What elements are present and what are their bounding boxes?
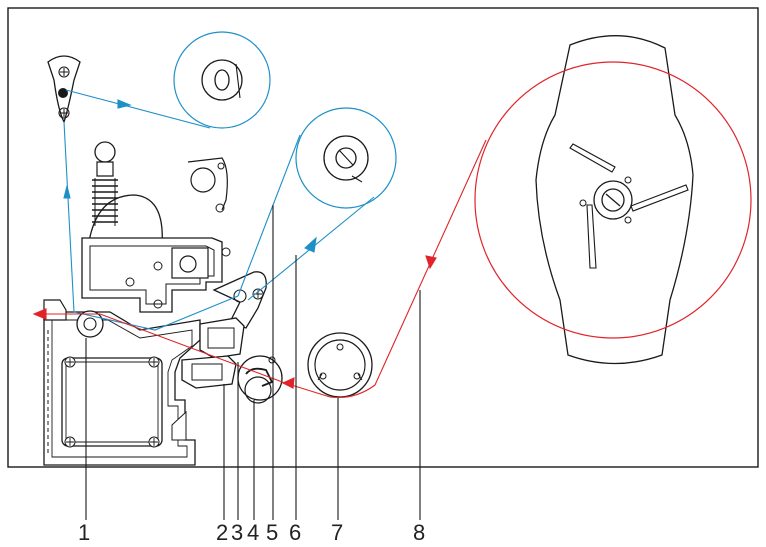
label-guide-lower-window: [191, 363, 223, 381]
label-web-down-arrow: [425, 255, 437, 270]
pressure-spring-rails: [94, 178, 116, 226]
label-web-path: [32, 139, 487, 399]
pressure-knob-stem: [96, 161, 114, 177]
print-head-assembly: [81, 141, 267, 329]
ribbon-path-supply-left: [237, 134, 301, 297]
base-frame: [43, 311, 201, 466]
ribbon-guide-screw-bottom: [58, 107, 70, 119]
dancer-pivot: [268, 356, 276, 364]
label-guide-upper: [199, 317, 245, 359]
print-roller-inner: [83, 317, 97, 331]
small-pulley-wheel: [190, 167, 216, 193]
ribbon-rewind-key: [235, 63, 241, 99]
supply-screw-3: [579, 199, 587, 207]
ribbon-path-rewind: [65, 89, 211, 129]
pressure-knob: [94, 141, 116, 163]
callout-1: 1: [78, 520, 91, 545]
tear-edge: [43, 299, 67, 321]
head-block-bolt: [179, 255, 197, 273]
supply-hub-inner: [601, 188, 625, 212]
small-pulley: [187, 157, 228, 213]
deflection-roller: [307, 332, 373, 398]
ribbon-guide-pin: [58, 88, 68, 98]
deflection-hole-1: [336, 343, 344, 351]
base-plate: [61, 357, 163, 447]
small-pulley-arm: [187, 157, 228, 211]
supply-screw-1: [624, 176, 632, 184]
ribbon-supply-hub: [335, 147, 357, 169]
ribbon-supply-roll: [295, 107, 397, 209]
ribbon-path-to-head: [73, 295, 239, 331]
head-cam: [87, 194, 163, 249]
ribbon-rewind-hub: [214, 69, 230, 91]
ribbon-supply-core: [323, 135, 369, 181]
pressure-spring: [92, 179, 118, 223]
supply-spring-arm-3: [586, 204, 597, 269]
callout-5: 5: [266, 520, 279, 545]
ribbon-guide-screw-top-cross: [60, 68, 68, 76]
label-web-dancer-arrow: [281, 377, 295, 389]
callout-6: 6: [289, 520, 302, 545]
dancer-inner: [244, 376, 272, 404]
label-web-to-roller: [72, 139, 487, 399]
label-web-out-arrow: [32, 308, 47, 320]
callout-7: 7: [331, 520, 344, 545]
ribbon-supply-key: [338, 149, 363, 183]
ribbon-guide-arm-screw: [252, 288, 264, 300]
head-screw-4: [221, 247, 231, 257]
label-guide-upper-window: [207, 327, 235, 349]
frame-panel: [7, 7, 759, 468]
ribbon-rewind-core: [201, 59, 243, 101]
supply-hub-plate: [535, 35, 694, 365]
label-guide-sensor: [181, 317, 245, 389]
ribbon-supply-outline: [295, 107, 397, 209]
base-plate-screw-crosses: [66, 358, 158, 446]
base-frame-inner: [51, 319, 193, 458]
small-pulley-bolt: [217, 162, 225, 170]
deflection-notches: [317, 339, 363, 381]
head-plate-inner: [89, 245, 215, 305]
ribbon-guide-bracket: [47, 55, 81, 124]
label-supply-roll: [474, 35, 752, 365]
callout-4: 4: [247, 520, 260, 545]
ribbon-path-rewind-arrow: [117, 99, 132, 109]
supply-hub-shaft: [605, 193, 621, 207]
head-screw-2: [125, 277, 135, 287]
ribbon-rewind-outline: [173, 31, 271, 129]
ribbon-path-supply-arrow: [304, 236, 317, 253]
small-pulley-foot: [215, 203, 225, 213]
ribbon-guide-screw-top: [58, 66, 70, 78]
callout-3: 3: [231, 520, 244, 545]
print-roller-outer: [76, 310, 104, 338]
supply-spring-arm-2: [630, 184, 689, 212]
supply-screw-2: [624, 216, 632, 224]
deflection-outer: [307, 332, 373, 398]
head-screw-3: [153, 299, 163, 309]
dancer-hook: [245, 367, 274, 387]
supply-spring-arm-1: [569, 143, 616, 173]
label-guide-lower: [181, 355, 237, 389]
callout-8: 8: [413, 520, 426, 545]
ribbon-rewind-roll: [173, 31, 271, 129]
ribbon-guide-screw-bottom-cross: [60, 109, 68, 117]
label-supply-roll-outline: [474, 61, 752, 339]
head-screw-1: [153, 261, 163, 271]
ribbon-path-vertical-arrow: [63, 185, 71, 199]
base-plate-inner: [65, 361, 159, 443]
ribbon-path: [63, 89, 375, 331]
head-block: [171, 247, 209, 279]
callout-2: 2: [216, 520, 229, 545]
ribbon-path-vertical: [63, 121, 75, 313]
dancer-outer: [237, 355, 283, 401]
base-wedge: [171, 410, 187, 441]
callout-leaders: [85, 205, 421, 520]
